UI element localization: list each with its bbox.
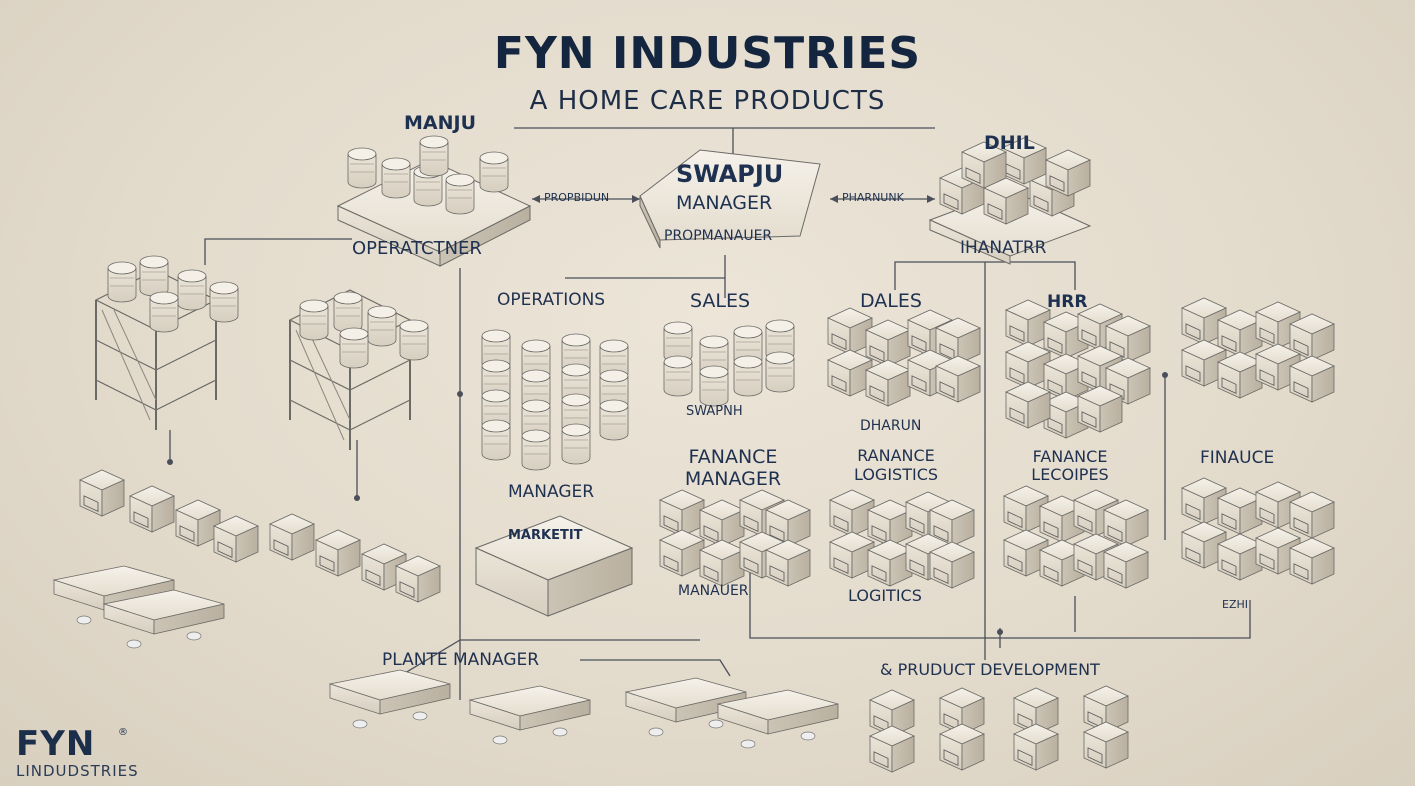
stack-sales bbox=[663, 319, 795, 407]
stack-finance-lower bbox=[1181, 477, 1335, 585]
node-manju-name: MANJU bbox=[404, 112, 477, 134]
brand-logo: FYN bbox=[16, 724, 96, 764]
rack-left-2 bbox=[289, 289, 429, 451]
dept-finance-sub: EZHI bbox=[1222, 598, 1249, 611]
node-dhil bbox=[928, 137, 1092, 265]
page-title: FYN INDUSTRIES bbox=[493, 28, 922, 79]
dept-finance-label: FINAUCE bbox=[1200, 448, 1275, 468]
dept-dales-name: DHARUN bbox=[860, 418, 922, 434]
stack-dales-lower bbox=[829, 489, 975, 589]
boxes-left-1 bbox=[79, 469, 259, 563]
dept-hrr-label: HRR bbox=[1047, 292, 1088, 312]
connector-label-right: PHARNUNK bbox=[842, 191, 904, 204]
product-development-label: & PRUDUCT DEVELOPMENT bbox=[880, 660, 1100, 679]
node-dhil-role: IHANATRR bbox=[960, 238, 1047, 258]
node-dhil-name: DHIL bbox=[984, 132, 1035, 154]
brand-registered-mark: ® bbox=[118, 727, 128, 738]
stack-sales-lower bbox=[659, 489, 811, 587]
stack-hrr bbox=[1005, 299, 1151, 439]
node-manju-role: OPERATCTNER bbox=[352, 238, 482, 259]
desks-bottom bbox=[329, 669, 839, 749]
connector-label-left: PROPBIDUN bbox=[544, 191, 610, 204]
rack-left-1 bbox=[95, 255, 239, 431]
stack-hrr-lower bbox=[1003, 485, 1149, 589]
dept-operations-unit: MARKETIT bbox=[508, 528, 583, 543]
plant-manager-label: PLANTE MANAGER bbox=[382, 650, 540, 670]
dept-operations-label: OPERATIONS bbox=[497, 290, 606, 310]
connector-lines bbox=[169, 127, 1251, 701]
dept-dales-role: RANANCE LOGISTICS bbox=[853, 446, 939, 484]
dept-dales-sub: LOGITICS bbox=[848, 586, 922, 605]
stack-finance-top bbox=[1181, 297, 1335, 403]
stack-dales bbox=[827, 307, 981, 407]
dept-sales-sub: MANAUER bbox=[678, 583, 749, 599]
node-swapju-name: SWAPJU bbox=[676, 160, 784, 188]
dept-sales-label: SALES bbox=[690, 290, 751, 312]
node-swapju-role: PROPMANAUER bbox=[664, 228, 773, 244]
dept-dales-label: DALES bbox=[860, 290, 922, 312]
connector-arrows bbox=[167, 195, 1168, 635]
dept-sales-role: FANANCE MANAGER bbox=[684, 446, 782, 490]
dept-sales-name: SWAPNH bbox=[686, 404, 743, 419]
boxes-left-2 bbox=[269, 513, 441, 603]
node-swapju bbox=[639, 149, 821, 249]
dept-operations-role: MANAGER bbox=[508, 482, 595, 502]
node-swapju-title: MANAGER bbox=[676, 192, 773, 214]
node-manju bbox=[336, 135, 532, 267]
dept-hrr-role: FANANCE LECOIPES bbox=[1031, 447, 1109, 484]
brand-logo-subtitle: LINDUDSTRIES bbox=[16, 762, 139, 780]
page-subtitle: A HOME CARE PRODUCTS bbox=[529, 86, 886, 116]
stack-operations bbox=[481, 329, 629, 471]
marketing-counter bbox=[474, 515, 634, 617]
cabinets-bottom bbox=[869, 685, 1129, 773]
desk-left bbox=[53, 565, 225, 649]
